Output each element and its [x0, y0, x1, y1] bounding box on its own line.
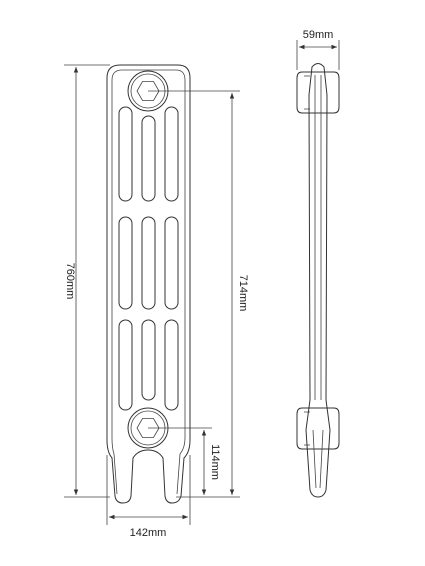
- bottom-height-label: 114mm: [209, 444, 221, 480]
- centres-height-dimension: [148, 90, 240, 498]
- side-top-flange: [296, 71, 340, 114]
- middle-slots: [118, 216, 179, 310]
- depth-dimension: [296, 40, 340, 70]
- upper-slots: [118, 106, 179, 202]
- width-dimension: [106, 455, 191, 525]
- centres-height-label: 714mm: [237, 275, 249, 312]
- top-inlet-hub: [127, 70, 169, 112]
- front-view-outline: [106, 64, 191, 504]
- side-column: [305, 63, 331, 498]
- front-view: [106, 64, 191, 504]
- bottom-height-dimension: [148, 427, 212, 495]
- front-view-inner-outline: [111, 69, 186, 495]
- depth-label: 59mm: [303, 29, 334, 41]
- overall-height-dimension: [64, 64, 110, 498]
- side-bottom-flange: [296, 407, 340, 450]
- width-label: 142mm: [130, 527, 167, 539]
- side-view: [296, 63, 340, 498]
- overall-height-label: 760mm: [64, 263, 76, 300]
- lower-slots: [118, 319, 179, 411]
